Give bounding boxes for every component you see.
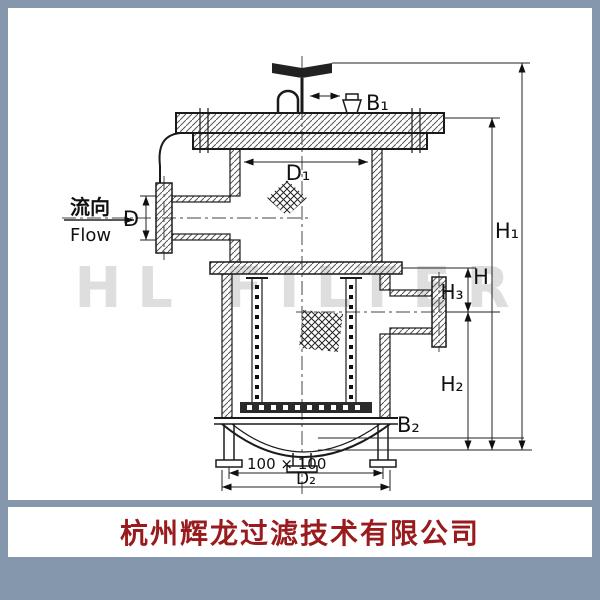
dimension-labels: D₁ B₁ D H₁ H H₃ H₂ B₂ 100 × 100 D₂ 流向 Fl…: [70, 91, 519, 489]
company-bar: 杭州辉龙过滤技术有限公司: [0, 507, 600, 557]
shell-step-flange: [209, 261, 403, 275]
cover-plate: [175, 112, 445, 134]
cover-handle: [272, 63, 332, 113]
label-d1: D₁: [286, 161, 311, 185]
davit-arm: [158, 132, 181, 183]
support-legs: [215, 424, 397, 468]
label-base-dim: 100 × 100: [247, 455, 326, 473]
filter-basket: [240, 277, 372, 413]
basket-bottom-holes: [247, 405, 360, 410]
vent-valve: [341, 93, 363, 114]
label-b2: B₂: [397, 413, 420, 437]
flange-bolts: [199, 108, 421, 153]
flow-label-cn: 流向: [70, 195, 110, 219]
label-d2: D₂: [296, 469, 316, 489]
flow-label-en: Flow: [70, 225, 111, 246]
inlet-nozzle: [155, 182, 231, 254]
lifting-handle: [276, 89, 300, 113]
label-h1: H₁: [495, 219, 519, 243]
footer-separator: [0, 500, 600, 507]
dimension-lines: [64, 62, 532, 491]
company-name: 杭州辉龙过滤技术有限公司: [119, 518, 480, 549]
mesh-patch-upper: [267, 180, 307, 216]
basket-perforations: [255, 285, 353, 399]
label-h3: H₃: [440, 280, 463, 304]
footer-band: [0, 557, 600, 600]
label-b1: B₁: [366, 91, 389, 115]
body-flange: [192, 132, 428, 150]
label-d: D: [123, 207, 139, 231]
mesh-patch-lower: [299, 310, 343, 352]
label-h2: H₂: [440, 372, 463, 396]
outlet-nozzle: [389, 276, 447, 348]
strainer-technical-drawing: D₁ B₁ D H₁ H H₃ H₂ B₂ 100 × 100 D₂ 流向 Fl…: [62, 56, 532, 494]
label-h: H: [473, 265, 489, 289]
vessel-body: [155, 63, 447, 473]
